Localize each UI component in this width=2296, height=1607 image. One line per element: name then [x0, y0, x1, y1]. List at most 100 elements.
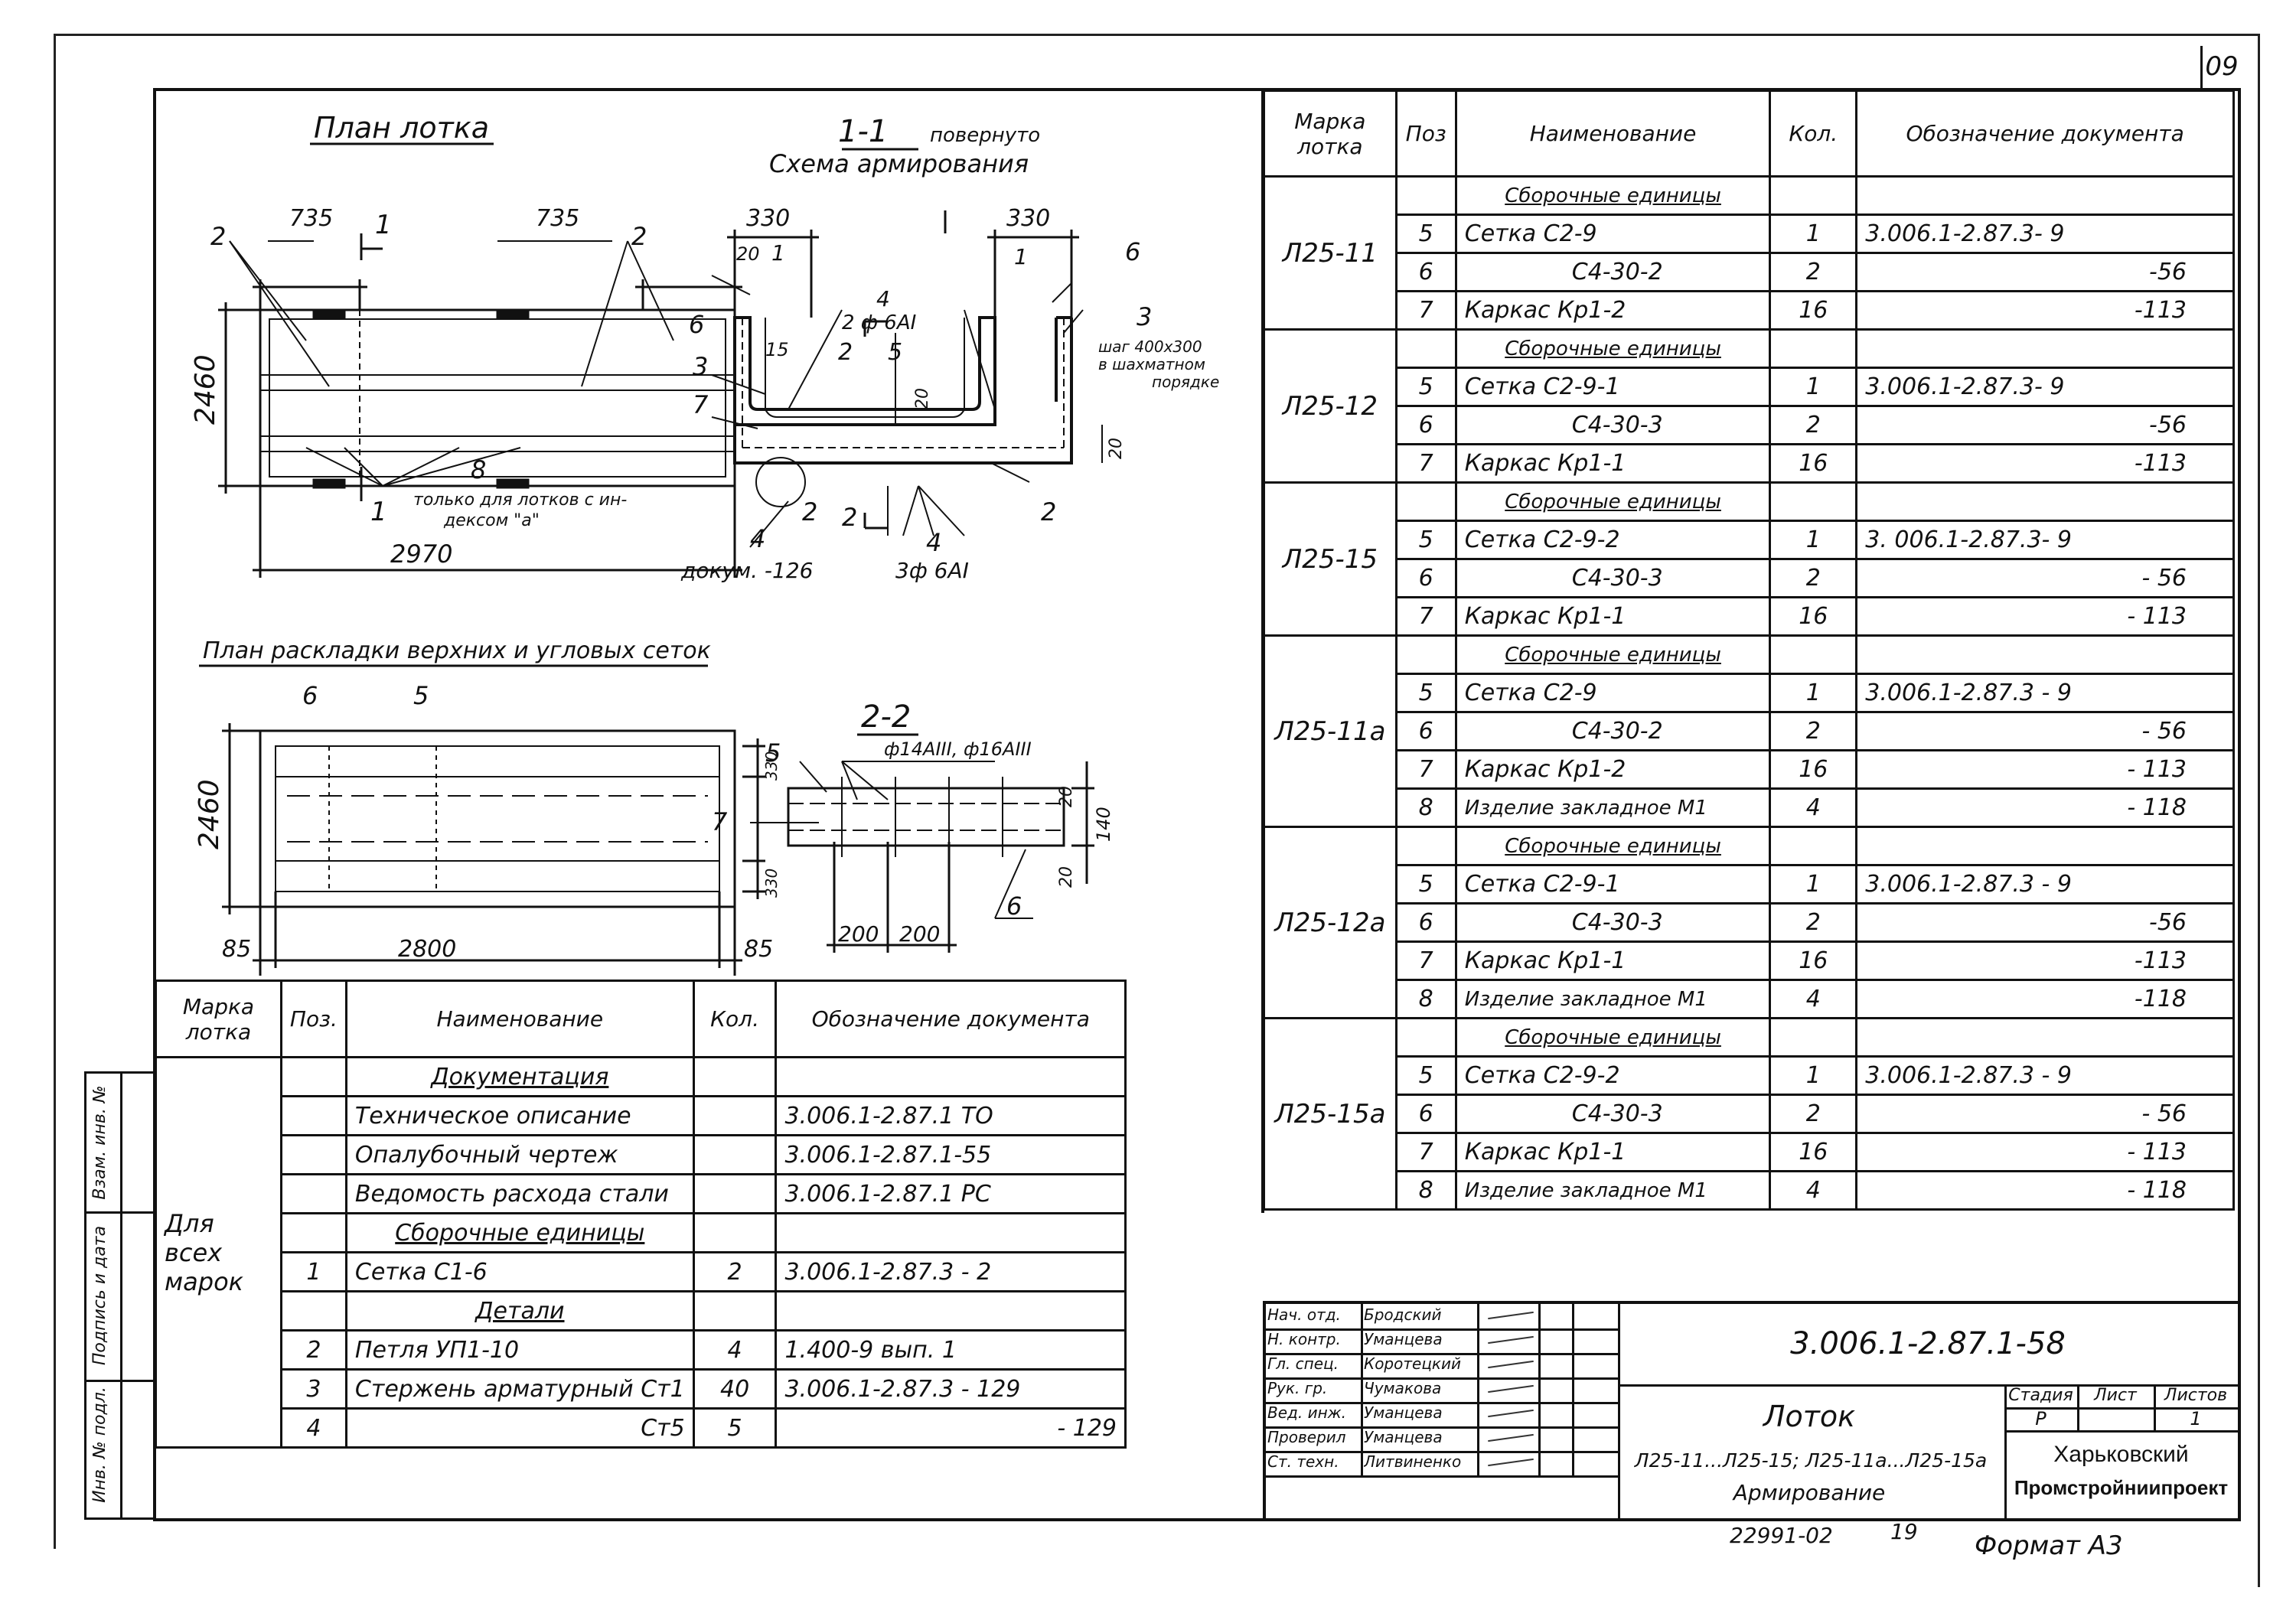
- title-block-person-row: Вед. инж.Уманцева: [1266, 1402, 1618, 1429]
- section11-pos-1-left: 1: [771, 240, 785, 266]
- row-pos: 6: [1394, 711, 1457, 751]
- stamp-signature-date: Подпись и дата: [90, 1225, 109, 1366]
- right-header-doc: Обозначение документа: [1855, 90, 2235, 178]
- section22-dim-20-top: 20: [1057, 786, 1076, 807]
- person-name: Чумакова: [1364, 1379, 1442, 1397]
- row-name: Сборочные единицы: [344, 1212, 695, 1253]
- row-qty: 2: [692, 1251, 778, 1292]
- row-name: Сетка С2-9-2: [1454, 520, 1772, 560]
- row-qty: 4: [1769, 979, 1858, 1019]
- row-pos: 6: [1394, 902, 1457, 943]
- section-1-1-drawing: [711, 148, 1103, 548]
- right-table-left-border: [1261, 88, 1264, 1213]
- row-name: Сетка С2-9-1: [1454, 864, 1772, 905]
- row-doc: -113: [1855, 290, 2235, 331]
- row-doc: - 118: [1855, 787, 2235, 828]
- title-block-person-row: Н. контр.Уманцева: [1266, 1328, 1618, 1355]
- section11-step-line3: порядке: [1152, 373, 1219, 391]
- row-doc: - 113: [1855, 1132, 2235, 1172]
- row-pos: 7: [1394, 596, 1457, 637]
- section11-pos-4-bottom: 4: [926, 528, 941, 557]
- row-name: Ст5: [344, 1407, 695, 1449]
- person-name: Литвиненко: [1364, 1452, 1462, 1471]
- section11-pos-7: 7: [693, 390, 709, 419]
- row-qty: 2: [1769, 558, 1858, 598]
- mesh-plan-title: План раскладки верхних и угловых сеток: [203, 637, 711, 664]
- person-role: Н. контр.: [1267, 1330, 1341, 1348]
- row-name: Сборочные единицы: [1454, 175, 1772, 216]
- group-mark-cell: Л25-15: [1263, 481, 1397, 637]
- row-qty: 2: [1769, 405, 1858, 445]
- row-name: С4-30-3: [1454, 405, 1772, 445]
- row-name: Сборочные единицы: [1454, 826, 1772, 866]
- section22-title: 2-2: [861, 699, 911, 735]
- title-block-person-row: Гл. спец.Коротецкий: [1266, 1353, 1618, 1380]
- section11-title-note: повернуто: [930, 124, 1040, 147]
- section11-pos-3-left: 3: [693, 352, 708, 381]
- row-qty: 5: [692, 1407, 778, 1449]
- section11-sec2-bottom: 2: [842, 503, 857, 532]
- row-qty: 16: [1769, 596, 1858, 637]
- section11-rebar-bottom: 3ф 6AI: [895, 558, 969, 583]
- row-name: Изделие закладное М1: [1454, 787, 1772, 828]
- row-doc: 1.400-9 вып. 1: [775, 1329, 1127, 1371]
- row-name: Петля УП1-10: [344, 1329, 695, 1371]
- row-pos: 6: [1394, 558, 1457, 598]
- right-spec-table: Марка лотка Поз Наименование Кол. Обозна…: [1263, 90, 2235, 1211]
- left-header-doc: Обозначение документа: [775, 980, 1127, 1058]
- row-doc: [1855, 1017, 2235, 1058]
- section22-pos-6: 6: [1006, 892, 1022, 921]
- row-qty: 2: [1769, 1094, 1858, 1134]
- row-name: Детали: [344, 1290, 695, 1332]
- stamp-vzam-inv: Взам. инв. №: [90, 1085, 109, 1200]
- drawing-frame: [153, 88, 2241, 1521]
- row-pos: 7: [1394, 940, 1457, 981]
- sheet-outer-border: [54, 34, 2258, 36]
- row-doc: 3.006.1-2.87.3 - 9: [1855, 864, 2235, 905]
- row-name: С4-30-3: [1454, 902, 1772, 943]
- row-pos: 6: [1394, 405, 1457, 445]
- plan-dim-length: 2970: [390, 539, 452, 569]
- row-qty: 4: [1769, 787, 1858, 828]
- drawings-area: План лотка 735 735 2460 2970 2 2 1 1 8 т…: [190, 111, 1219, 976]
- group-mark-cell: Л25-11: [1263, 175, 1397, 331]
- mesh-plan-dim-330-top: 330: [762, 751, 781, 781]
- row-pos: 8: [1394, 787, 1457, 828]
- row-qty: 16: [1769, 749, 1858, 790]
- row-doc: 3.006.1-2.87.3 - 9: [1855, 673, 2235, 713]
- row-name: Сетка С2-9-2: [1454, 1055, 1772, 1096]
- section22-pos-7: 7: [712, 807, 728, 836]
- row-qty: 1: [1769, 520, 1858, 560]
- section11-dim-20-top: 20: [736, 243, 760, 265]
- mesh-plan-pos-5: 5: [413, 681, 429, 710]
- person-role: Рук. гр.: [1267, 1379, 1328, 1397]
- right-header-mark: Марка лотка: [1263, 90, 1397, 178]
- row-qty: 2: [1769, 711, 1858, 751]
- row-doc: [1855, 328, 2235, 369]
- row-pos: 2: [279, 1329, 347, 1371]
- row-pos: [279, 1212, 347, 1253]
- row-doc: - 118: [1855, 1170, 2235, 1211]
- plan-dim-top-right: 735: [536, 205, 579, 232]
- row-pos: 7: [1394, 443, 1457, 484]
- section11-rebar-top: 2 ф 6AI: [842, 311, 916, 334]
- left-header-qty: Кол.: [692, 980, 778, 1058]
- title-block-person-row: Нач. отд.Бродский: [1266, 1304, 1618, 1331]
- section22-pos-5: 5: [765, 738, 781, 768]
- row-qty: 4: [692, 1329, 778, 1371]
- section11-pos-2-bottom-left: 2: [802, 497, 817, 526]
- row-qty: [692, 1056, 778, 1097]
- row-name: Каркас Кр1-1: [1454, 940, 1772, 981]
- row-doc: 3.006.1-2.87.1-55: [775, 1134, 1127, 1175]
- left-header-name: Наименование: [344, 980, 695, 1058]
- row-qty: 1: [1769, 367, 1858, 407]
- group-mark-cell: Л25-11а: [1263, 634, 1397, 828]
